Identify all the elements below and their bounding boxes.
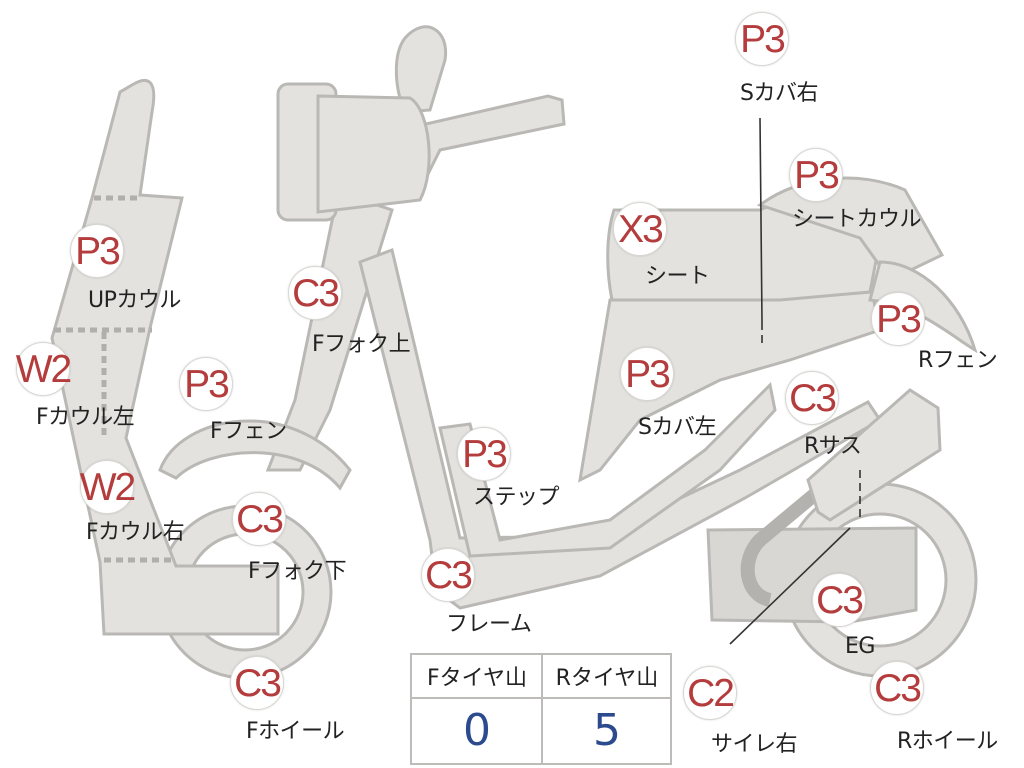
grade-badge-f-fender: P3	[179, 357, 233, 411]
front-fender-shape	[158, 419, 352, 491]
label-f-wheel: Fホイール	[246, 719, 345, 744]
leader-s-cover-right	[759, 117, 763, 323]
front-tire-value: 0	[463, 704, 491, 756]
grade-badge-r-fender: P3	[871, 292, 925, 346]
label-r-wheel: Rホイール	[897, 729, 998, 754]
grade-badge-f-fork-upper: C3	[288, 266, 342, 320]
grade-badge-seat-cowl: P3	[789, 148, 843, 202]
handle-cover-shape	[316, 94, 431, 214]
front-tire-column: Fタイヤ山 0	[412, 655, 542, 763]
label-f-fork-upper: Fフォク上	[312, 332, 411, 357]
grade-badge-f-fork-lower: C3	[232, 492, 286, 546]
grade-badge-muffler-right: C2	[683, 666, 737, 720]
grade-badge-seat: X3	[613, 202, 667, 256]
label-muffler-right: サイレ右	[711, 732, 798, 757]
mirror-shape	[394, 25, 448, 114]
label-seat: シート	[645, 264, 710, 289]
label-up-cowl: UPカウル	[88, 288, 181, 313]
grade-badge-r-wheel: C3	[870, 661, 924, 715]
label-frame: フレーム	[446, 612, 532, 637]
label-r-fender: Rフェン	[918, 348, 998, 373]
tire-tread-table: Fタイヤ山 0 Rタイヤ山 5	[410, 653, 672, 765]
grade-badge-s-cover-right: P3	[735, 12, 789, 66]
grade-badge-frame: C3	[421, 548, 475, 602]
grade-badge-f-cowl-left: W2	[16, 342, 72, 396]
label-f-fender: Fフェン	[210, 419, 287, 444]
label-f-cowl-left: Fカウル左	[36, 405, 135, 430]
rear-tire-value: 5	[593, 704, 621, 756]
label-step: ステップ	[473, 485, 560, 510]
engine-shape	[706, 526, 918, 624]
label-s-cover-right: Sカバ右	[740, 81, 818, 106]
grade-badge-s-cover-left: P3	[620, 347, 674, 401]
label-r-suspension: Rサス	[804, 434, 862, 459]
front-tire-header: Fタイヤ山	[412, 655, 542, 699]
grade-badge-r-suspension: C3	[785, 371, 839, 425]
leader-muffler	[729, 527, 851, 645]
grade-badge-up-cowl: P3	[70, 224, 124, 278]
grade-badge-f-wheel: C3	[230, 656, 284, 710]
rear-tire-header: Rタイヤ山	[542, 655, 672, 699]
label-f-cowl-right: Fカウル右	[86, 520, 185, 545]
rear-tire-column: Rタイヤ山 5	[542, 655, 672, 763]
label-engine: EG	[845, 634, 875, 659]
muffler-pipe-shape	[740, 484, 825, 607]
grade-badge-step: P3	[457, 427, 511, 481]
label-f-fork-lower: Fフォク下	[248, 559, 347, 584]
seat-cowl-shape	[756, 176, 945, 282]
label-seat-cowl: シートカウル	[792, 207, 922, 232]
grade-badge-f-cowl-right: W2	[80, 460, 136, 514]
step-shape	[438, 381, 777, 558]
grade-badge-engine: C3	[812, 573, 866, 627]
table-divider	[541, 655, 543, 763]
rear-shock-shape	[806, 388, 942, 522]
label-s-cover-left: Sカバ左	[638, 415, 716, 440]
